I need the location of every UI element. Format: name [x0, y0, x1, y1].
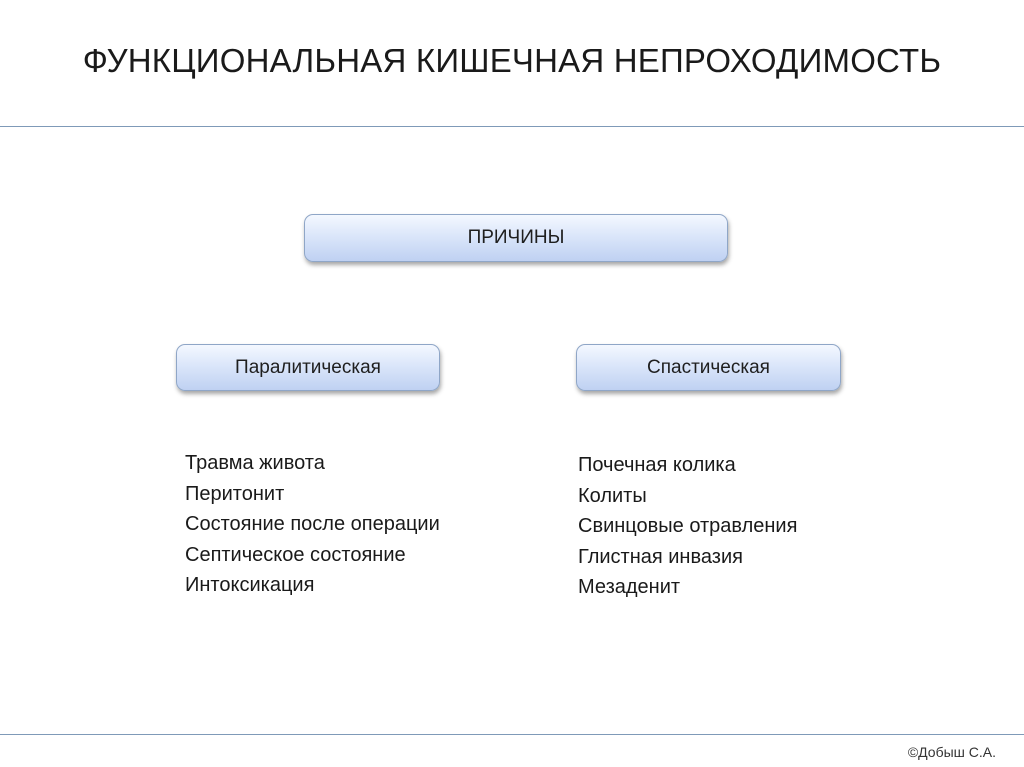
root-node-label: ПРИЧИНЫ	[467, 227, 565, 248]
paralytic-causes-list: Травма живота Перитонит Состояние после …	[185, 448, 440, 601]
branch-node-label: Спастическая	[647, 356, 770, 378]
branch-node-spastic: Спастическая	[576, 344, 841, 391]
list-item: Перитонит	[185, 482, 285, 505]
footer-divider	[0, 734, 1024, 735]
list-item: Состояние после операции	[185, 513, 440, 536]
list-item: Свинцовые отравления	[578, 515, 798, 538]
copyright-footer: ©Добыш С.А.	[907, 744, 996, 760]
title-divider	[0, 126, 1024, 127]
branch-node-paralytic: Паралитическая	[176, 344, 440, 391]
branch-node-label: Паралитическая	[235, 356, 381, 378]
list-item: Глистная инвазия	[578, 545, 743, 568]
spastic-causes-list: Почечная колика Колиты Свинцовые отравле…	[578, 450, 797, 603]
list-item: Мезаденит	[578, 576, 681, 599]
list-item: Интоксикация	[185, 574, 315, 597]
list-item: Септическое состояние	[185, 543, 406, 566]
list-item: Травма живота	[185, 452, 325, 474]
list-item: Колиты	[578, 484, 647, 507]
list-item: Почечная колика	[578, 454, 736, 476]
page-title: ФУНКЦИОНАЛЬНАЯ КИШЕЧНАЯ НЕПРОХОДИМОСТЬ	[82, 42, 942, 79]
root-node-causes: ПРИЧИНЫ	[304, 214, 728, 262]
